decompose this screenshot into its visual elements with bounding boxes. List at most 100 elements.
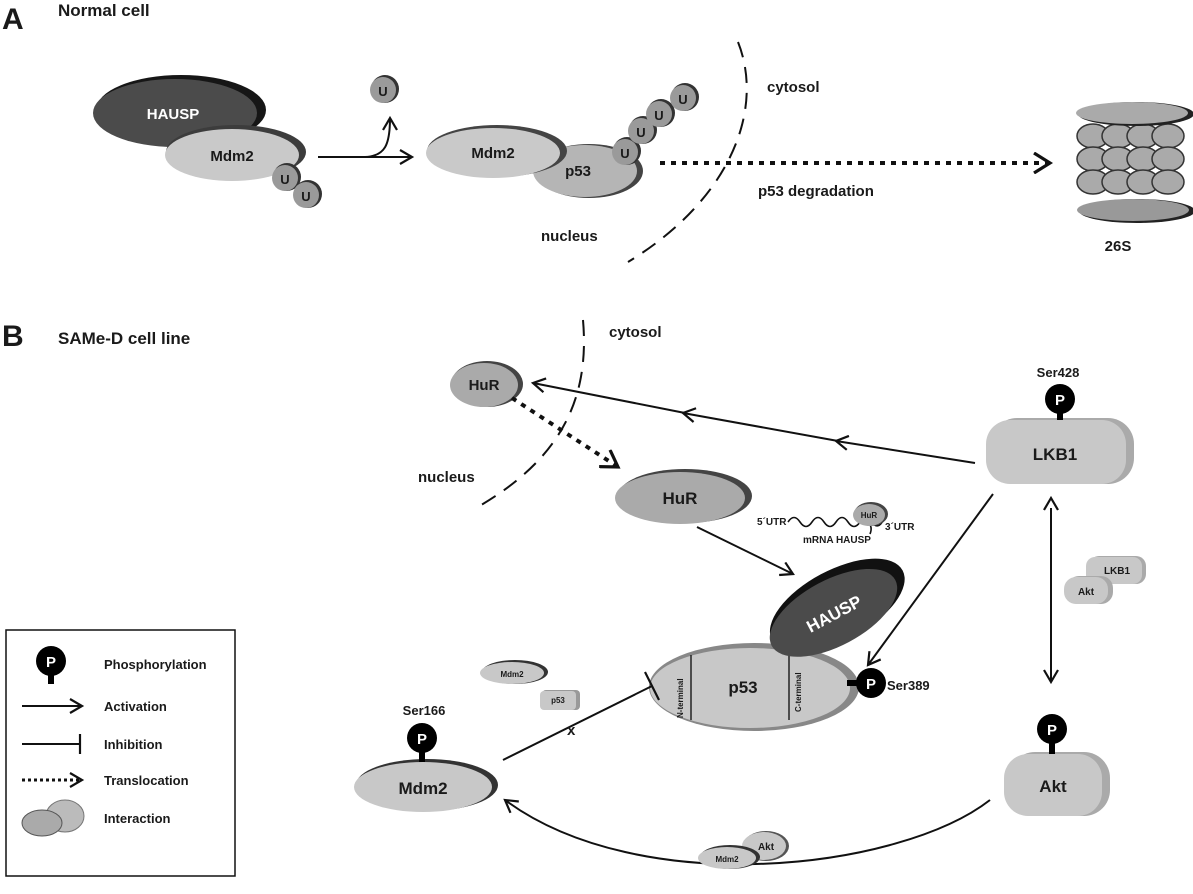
p53-central-shape (650, 648, 850, 728)
chain-ub-4 (670, 85, 696, 111)
complex-mdm2b-shape (698, 847, 756, 869)
utr5-label: 5´UTR (757, 517, 787, 528)
legend-phosphorylation: Phosphorylation (104, 657, 207, 672)
panel-b-letter: B (2, 320, 24, 353)
proteasome-26s: 26S (1076, 102, 1193, 255)
complex-mdm2-shape (480, 662, 544, 684)
akt-phosphorylates-mdm2-arrow (503, 798, 991, 866)
proteasome-base-cap (1077, 199, 1189, 221)
proteasome-subunit (1151, 123, 1185, 149)
cytosol-label-a: cytosol (767, 79, 820, 96)
hur-nuclear-shape (615, 472, 745, 524)
chain-ub-1-label: U (620, 146, 629, 161)
c-terminal-label: C-terminal (794, 672, 803, 712)
legend-activation: Activation (104, 699, 167, 714)
translocation-arrow (510, 396, 618, 469)
mdm2-p53-interaction: Mdm2 p53 (480, 660, 580, 710)
lkb1-node: LKB1 P Ser428 (986, 365, 1134, 484)
ser428-phospho-icon (1045, 384, 1075, 414)
complex-akt2-label: Akt (758, 842, 775, 853)
lkb1-to-hur-arrow-2 (680, 407, 839, 442)
ser389-p-label: P (866, 676, 876, 693)
akt-p-label: P (1047, 722, 1057, 739)
cytosol-label-b: cytosol (609, 324, 662, 341)
ser389-label: Ser389 (887, 678, 930, 693)
n-terminal-label: N-terminal (676, 678, 685, 718)
mdm2-node-label: Mdm2 (398, 779, 447, 798)
free-ubiquitin (370, 77, 396, 103)
akt-phospho-icon (1037, 714, 1067, 744)
nucleus-label-a: nucleus (541, 228, 598, 245)
nucleus-label-b: nucleus (418, 469, 475, 486)
chain-ub-1 (612, 139, 638, 165)
mdm2-b-shape (426, 128, 560, 178)
hur-on-mrna-label: HuR (861, 511, 878, 520)
nuclear-membrane-a (627, 41, 748, 263)
chain-ub-2-label: U (636, 125, 645, 140)
complex-mdm2-label: Mdm2 (500, 670, 524, 679)
hausp-mdm2-complex: HAUSP Mdm2 U U (93, 75, 322, 208)
arrow-ubiquitin-release (364, 115, 398, 158)
ser166-p-label: P (417, 731, 427, 748)
mdm2-node: Mdm2 P Ser166 (354, 703, 498, 812)
proteasome-subunit (1151, 146, 1185, 172)
blocked-mark: x (567, 722, 576, 739)
hur-on-mrna-shape (853, 504, 885, 526)
akt-node: Akt P (1004, 714, 1110, 816)
hausp-b: HAUSP (769, 558, 905, 657)
hausp-b-shape (769, 568, 898, 657)
lkb1-akt-interaction: LKB1 Akt (1064, 556, 1146, 604)
legend-interaction: Interaction (104, 811, 171, 826)
legend: P Phosphorylation Activation Inhibition … (5, 629, 236, 877)
panel-b-title: SAMe-D cell line (58, 329, 190, 348)
panel-a: A Normal cell HAUSP Mdm2 U U U p5 (2, 1, 1193, 263)
hur-cytosolic-label: HuR (469, 377, 500, 394)
mdm2-shape (165, 129, 299, 181)
p53-label: p53 (565, 163, 591, 180)
hur-activates-hausp-arrow (696, 526, 795, 577)
mdm2-akt-interaction: Akt Mdm2 (698, 831, 789, 869)
ser428-p-label: P (1055, 392, 1065, 409)
legend-p-label: P (46, 654, 56, 671)
mdm2-inhibits-p53-line (502, 685, 653, 761)
mdm2-b-label: Mdm2 (471, 145, 514, 162)
ser166-label: Ser166 (403, 703, 446, 718)
lkb1-shape (986, 420, 1126, 484)
free-ubiquitin-label: U (378, 84, 387, 99)
nuclear-membrane-b (475, 319, 585, 509)
mdm2-node-shape (354, 762, 492, 812)
chain-ub-3 (646, 101, 672, 127)
chain-ub-3-label: U (654, 108, 663, 123)
proteasome-subunit (1151, 169, 1185, 195)
lkb1-phosphorylates-p53-arrow (866, 493, 994, 667)
complex-akt-shape (1064, 577, 1108, 604)
panel-b: B SAMe-D cell line cytosol nucleus HuR H… (2, 319, 1146, 869)
chain-ub-4-label: U (678, 92, 687, 107)
complex-akt-label: Akt (1078, 587, 1095, 598)
legend-phospho-icon (36, 646, 66, 676)
proteasome-label: 26S (1105, 238, 1132, 255)
panel-a-letter: A (2, 3, 24, 36)
chain-ub-2 (628, 118, 654, 144)
ubiquitin-1-label: U (280, 172, 289, 187)
mrna-label: mRNA HAUSP (803, 535, 871, 546)
ubiquitin-1 (272, 165, 298, 191)
mdm2-p53-complex: p53 Mdm2 U U U U (426, 83, 699, 198)
p53-central-label: p53 (728, 678, 757, 697)
mrna-hausp: HuR 5´UTR 3´UTR mRNA HAUSP (757, 502, 915, 546)
proteasome-top-cap (1076, 102, 1188, 124)
legend-inhibition: Inhibition (104, 737, 163, 752)
ser428-label: Ser428 (1037, 365, 1080, 380)
utr3-label: 3´UTR (885, 522, 915, 533)
legend-interaction-icon-b (21, 809, 63, 837)
degradation-label: p53 degradation (758, 183, 874, 200)
lkb1-label: LKB1 (1033, 445, 1077, 464)
complex-p53-label: p53 (551, 696, 565, 705)
legend-translocation: Translocation (104, 773, 189, 788)
ubiquitin-2 (293, 182, 319, 208)
mdm2-label: Mdm2 (210, 148, 253, 165)
p53-central: p53 N-terminal C-terminal (649, 643, 859, 731)
akt-shape (1004, 754, 1102, 816)
